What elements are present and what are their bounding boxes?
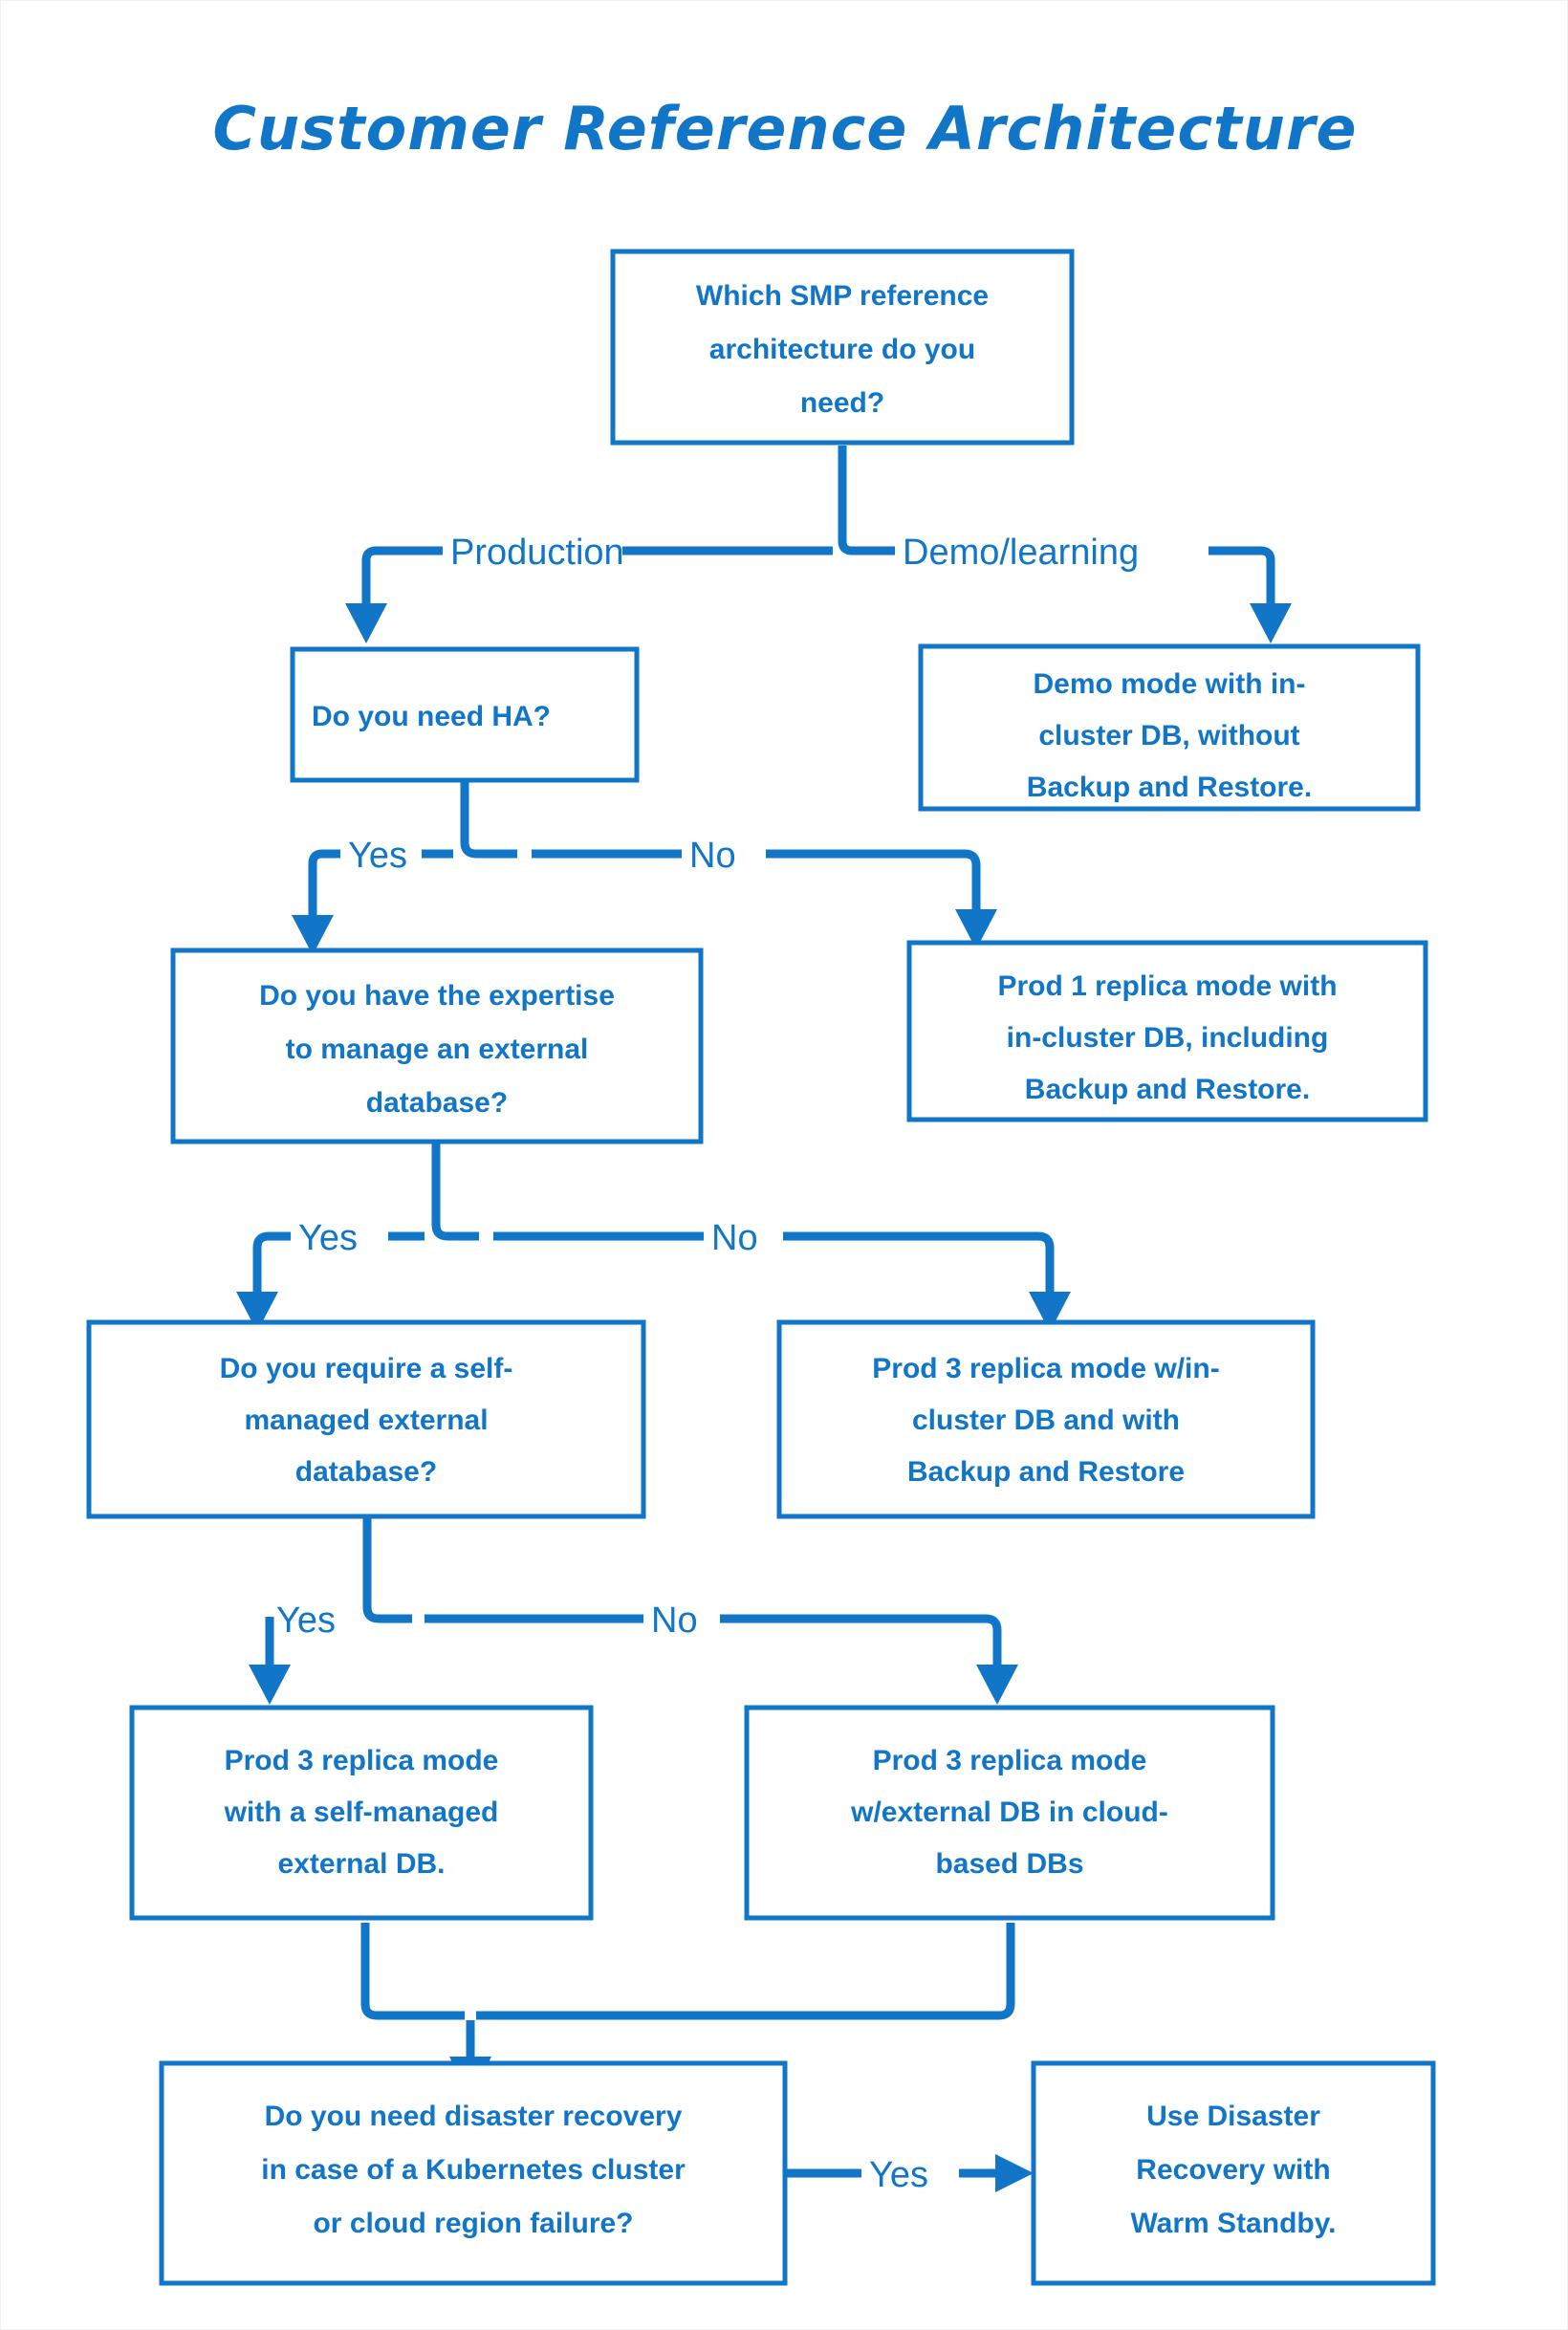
node-text-line: Prod 3 replica mode [225, 1745, 499, 1776]
edge-expertise-yes-arrowhead [236, 1292, 278, 1332]
edge-ha-yes-arrowhead [292, 915, 334, 955]
edge-production-drop [361, 546, 443, 609]
edge-demo-drop [1209, 546, 1275, 609]
node-text-line: architecture do you [709, 334, 975, 365]
node-text-line: need? [800, 387, 884, 419]
node-text-line: based DBs [935, 1848, 1083, 1880]
node-box-require-self-managed-db[interactable] [86, 1319, 646, 1519]
node-text-line: Recovery with [1136, 2154, 1330, 2186]
node-text-line: Which SMP reference [696, 280, 989, 312]
node-text-line: Prod 3 replica mode w/in- [872, 1353, 1219, 1384]
node-text-line: in-cluster DB, including [1007, 1022, 1329, 1054]
edge-ha-yes-drop [308, 849, 340, 919]
node-text-line: Use Disaster [1146, 2101, 1320, 2132]
edge-label-selfmanaged-no: No [651, 1601, 698, 1641]
node-text-line: external DB. [277, 1848, 445, 1880]
node-box-prod3-self-managed-db[interactable] [129, 1705, 594, 1921]
edge-label-dr-yes: Yes [869, 2155, 928, 2195]
edge-expertise-no-arrowhead [1029, 1292, 1071, 1332]
node-box-prod3-incluster-backup[interactable] [776, 1319, 1316, 1519]
edge-expertise-no-drop [783, 1231, 1055, 1296]
node-text-line: database? [295, 1456, 437, 1488]
edge-label-expertise-yes: Yes [298, 1218, 358, 1258]
edge-n9-merge [476, 1923, 1015, 2020]
node-text-line: Do you need HA? [312, 701, 551, 732]
edge-expertise-yes-drop [252, 1231, 291, 1296]
node-text-line: Demo mode with in- [1034, 668, 1306, 700]
edge-demo-arrowhead [1250, 603, 1292, 643]
node-text-line: Do you have the expertise [259, 980, 615, 1012]
edge-label-expertise-no: No [711, 1218, 758, 1258]
edge-label-selfmanaged-yes: Yes [276, 1601, 336, 1641]
edge-label-ha-no: No [689, 836, 736, 876]
node-box-expertise-external-database[interactable] [170, 947, 704, 1144]
node-box-prod3-cloud-db[interactable] [744, 1705, 1275, 1921]
edge-ha-no-arrowhead [955, 909, 997, 949]
node-text-line: with a self-managed [224, 1796, 499, 1828]
edge-n4-stem [431, 1142, 479, 1241]
node-text-line: Backup and Restore [907, 1456, 1185, 1488]
edge-n1-stem [838, 446, 895, 555]
node-text-line: Do you need disaster recovery [265, 2101, 683, 2132]
page-title: Customer Reference Architecture [212, 94, 1357, 163]
node-text-line: to manage an external [286, 1034, 589, 1065]
edge-n8-merge [360, 1923, 465, 2020]
node-text-line: Prod 1 replica mode with [997, 970, 1337, 1002]
edge-label-ha-yes: Yes [348, 836, 407, 876]
edge-label-production: Production [450, 533, 624, 573]
node-text-line: or cloud region failure? [313, 2208, 633, 2239]
node-text-line: w/external DB in cloud- [850, 1796, 1168, 1828]
edge-n2-stem [460, 780, 517, 859]
edge-label-demo-learning: Demo/learning [903, 533, 1139, 573]
node-text-line: in case of a Kubernetes cluster [261, 2154, 686, 2186]
node-text-line: Warm Standby. [1130, 2208, 1336, 2239]
node-text-line: managed external [244, 1405, 488, 1436]
node-box-demo-mode[interactable] [918, 643, 1421, 812]
edge-selfmanaged-no-drop [720, 1614, 1002, 1669]
node-box-need-disaster-recovery[interactable] [159, 2060, 788, 2286]
node-text-line: cluster DB, without [1038, 720, 1299, 751]
edge-dr-yes-arrowhead [995, 2154, 1034, 2192]
edge-n6-stem [362, 1516, 412, 1623]
edge-selfmanaged-yes-arrowhead [249, 1665, 291, 1705]
edge-selfmanaged-no-arrowhead [976, 1665, 1018, 1705]
node-text-line: Prod 3 replica mode [873, 1745, 1147, 1776]
node-box-use-disaster-recovery-warm-standby[interactable] [1031, 2060, 1436, 2286]
node-text-line: database? [366, 1087, 508, 1119]
node-box-do-you-need-ha[interactable] [290, 646, 640, 783]
node-box-which-reference-architecture[interactable] [610, 249, 1075, 446]
edge-production-arrowhead [345, 603, 387, 643]
node-text-line: Backup and Restore. [1025, 1074, 1310, 1105]
node-box-prod1-replica-mode[interactable] [906, 940, 1428, 1122]
node-text-line: Do you require a self- [220, 1353, 513, 1384]
node-text-line: cluster DB and with [912, 1405, 1180, 1436]
node-text-line: Backup and Restore. [1027, 772, 1312, 803]
edge-ha-no-drop [766, 849, 981, 914]
